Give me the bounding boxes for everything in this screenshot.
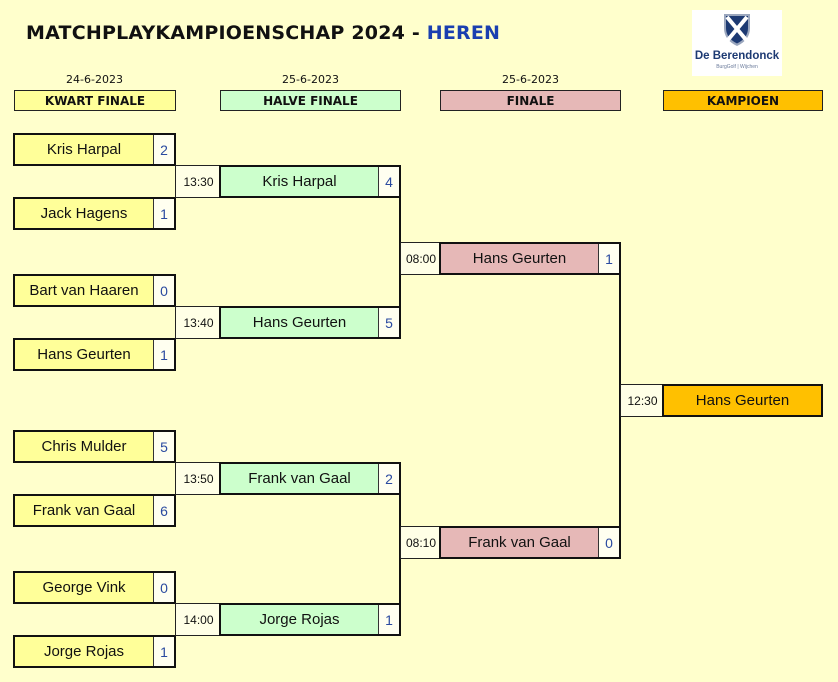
quarterfinal-player[interactable]: Jorge Rojas 1 (13, 635, 176, 668)
quarterfinal-player[interactable]: Hans Geurten 1 (13, 338, 176, 371)
player-name: Frank van Gaal (248, 470, 351, 487)
player-score: 6 (153, 496, 174, 525)
round-header-champion: KAMPIOEN (663, 90, 823, 111)
page-title: MATCHPLAYKAMPIOENSCHAP 2024 - HEREN (26, 22, 500, 44)
match-time: 08:10 (400, 526, 441, 559)
match-time: 13:50 (175, 462, 221, 495)
player-name: Jack Hagens (40, 205, 128, 222)
player-name: Hans Geurten (252, 314, 347, 331)
semifinal-player[interactable]: Kris Harpal 4 (219, 165, 401, 198)
semifinal-player[interactable]: Hans Geurten 5 (219, 306, 401, 339)
match-time: 13:30 (175, 165, 221, 198)
player-score: 1 (153, 637, 174, 666)
logo-name: De Berendonck (694, 50, 780, 62)
player-score: 1 (153, 199, 174, 228)
player-name: Hans Geurten (37, 346, 131, 363)
player-score: 5 (378, 308, 399, 337)
player-name: Chris Mulder (41, 438, 127, 455)
player-name: Jorge Rojas (259, 611, 340, 628)
title-main: MATCHPLAYKAMPIOENSCHAP 2024 - (26, 22, 420, 44)
round-header-final: FINALE (440, 90, 621, 111)
player-name: Frank van Gaal (468, 534, 571, 551)
match-time: 08:00 (400, 242, 441, 275)
date-semifinal: 25-6-2023 (282, 73, 339, 86)
logo-tagline: BurgGolf | Wijchen (716, 64, 758, 70)
player-score: 2 (153, 135, 174, 164)
player-name: Jorge Rojas (43, 643, 125, 660)
champion-player[interactable]: Hans Geurten (662, 384, 823, 417)
match-time: 13:40 (175, 306, 221, 339)
player-score: 5 (153, 432, 174, 461)
club-logo: De Berendonck BurgGolf | Wijchen (692, 10, 782, 76)
date-quarterfinal: 24-6-2023 (66, 73, 123, 86)
final-player[interactable]: Frank van Gaal 0 (439, 526, 621, 559)
player-name: George Vink (42, 579, 126, 596)
player-score: 1 (153, 340, 174, 369)
final-player[interactable]: Hans Geurten 1 (439, 242, 621, 275)
player-score: 1 (378, 605, 399, 634)
player-name: Kris Harpal (46, 141, 122, 158)
champion-name: Hans Geurten (695, 392, 790, 409)
semifinal-player[interactable]: Frank van Gaal 2 (219, 462, 401, 495)
quarterfinal-player[interactable]: George Vink 0 (13, 571, 176, 604)
round-header-quarterfinal: KWART FINALE (14, 90, 176, 111)
quarterfinal-player[interactable]: Kris Harpal 2 (13, 133, 176, 166)
player-name: Kris Harpal (262, 173, 337, 190)
player-score: 2 (378, 464, 399, 493)
round-header-semifinal: HALVE FINALE (220, 90, 401, 111)
player-score: 0 (153, 276, 174, 305)
player-name: Hans Geurten (472, 250, 567, 267)
player-score: 1 (598, 244, 619, 273)
player-name: Bart van Haaren (29, 282, 139, 299)
player-name: Frank van Gaal (32, 502, 136, 519)
player-score: 0 (598, 528, 619, 557)
shield-icon (724, 14, 750, 46)
match-time: 14:00 (175, 603, 221, 636)
quarterfinal-player[interactable]: Jack Hagens 1 (13, 197, 176, 230)
semifinal-player[interactable]: Jorge Rojas 1 (219, 603, 401, 636)
quarterfinal-player[interactable]: Bart van Haaren 0 (13, 274, 176, 307)
player-score: 0 (153, 573, 174, 602)
title-category: HEREN (426, 22, 501, 44)
match-time: 12:30 (620, 384, 664, 417)
date-final: 25-6-2023 (502, 73, 559, 86)
player-score: 4 (378, 167, 399, 196)
quarterfinal-player[interactable]: Chris Mulder 5 (13, 430, 176, 463)
quarterfinal-player[interactable]: Frank van Gaal 6 (13, 494, 176, 527)
